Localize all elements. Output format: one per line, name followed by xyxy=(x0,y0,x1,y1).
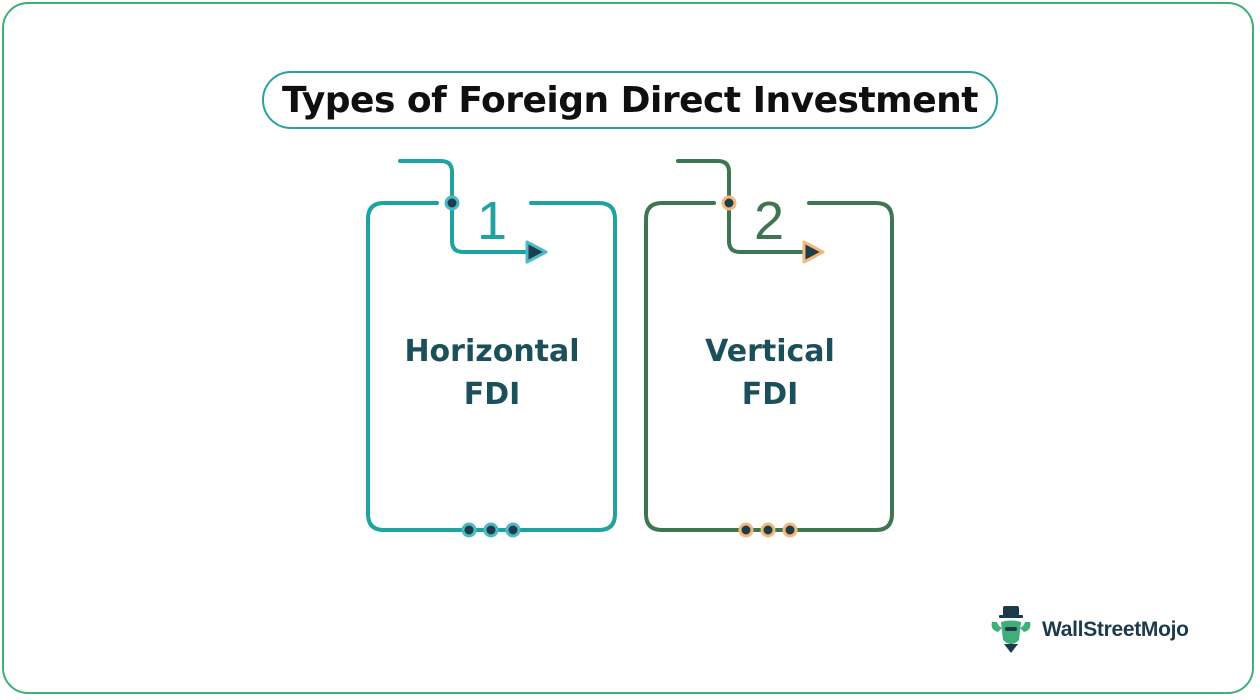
card-2-dot-3 xyxy=(782,522,798,538)
card-2-arrow-head xyxy=(802,240,825,264)
card-2-label: Vertical FDI xyxy=(646,330,894,416)
card-1-dot-1 xyxy=(461,522,477,538)
card-1-dot-2 xyxy=(483,522,499,538)
card-2-number: 2 xyxy=(754,191,784,251)
card-1-label-line1: Horizontal xyxy=(404,334,580,369)
brand-name: WallStreetMojo xyxy=(1042,618,1189,641)
diagram-title: Types of Foreign Direct Investment xyxy=(282,79,978,121)
card-2-dot-2 xyxy=(760,522,776,538)
title-pill: Types of Foreign Direct Investment xyxy=(262,71,998,129)
card-1-node-dot xyxy=(444,195,460,211)
card-1-label: Horizontal FDI xyxy=(368,330,616,416)
card-2-node-dot xyxy=(721,195,737,211)
card-2-label-line2: FDI xyxy=(741,377,799,412)
card-2-dots xyxy=(738,522,798,538)
card-1-label-line2: FDI xyxy=(463,377,521,412)
card-2-dot-1 xyxy=(738,522,754,538)
bull-logo-icon xyxy=(991,606,1031,653)
card-1-arrow-head xyxy=(525,240,548,264)
card-1-dots xyxy=(461,522,521,538)
card-1: 1 xyxy=(366,159,617,538)
card-2: 2 xyxy=(644,159,894,538)
card-2-label-line1: Vertical xyxy=(705,334,835,369)
card-1-dot-3 xyxy=(505,522,521,538)
card-1-number: 1 xyxy=(477,191,507,251)
wallstreetmojo-logo: WallStreetMojo xyxy=(988,606,1218,654)
